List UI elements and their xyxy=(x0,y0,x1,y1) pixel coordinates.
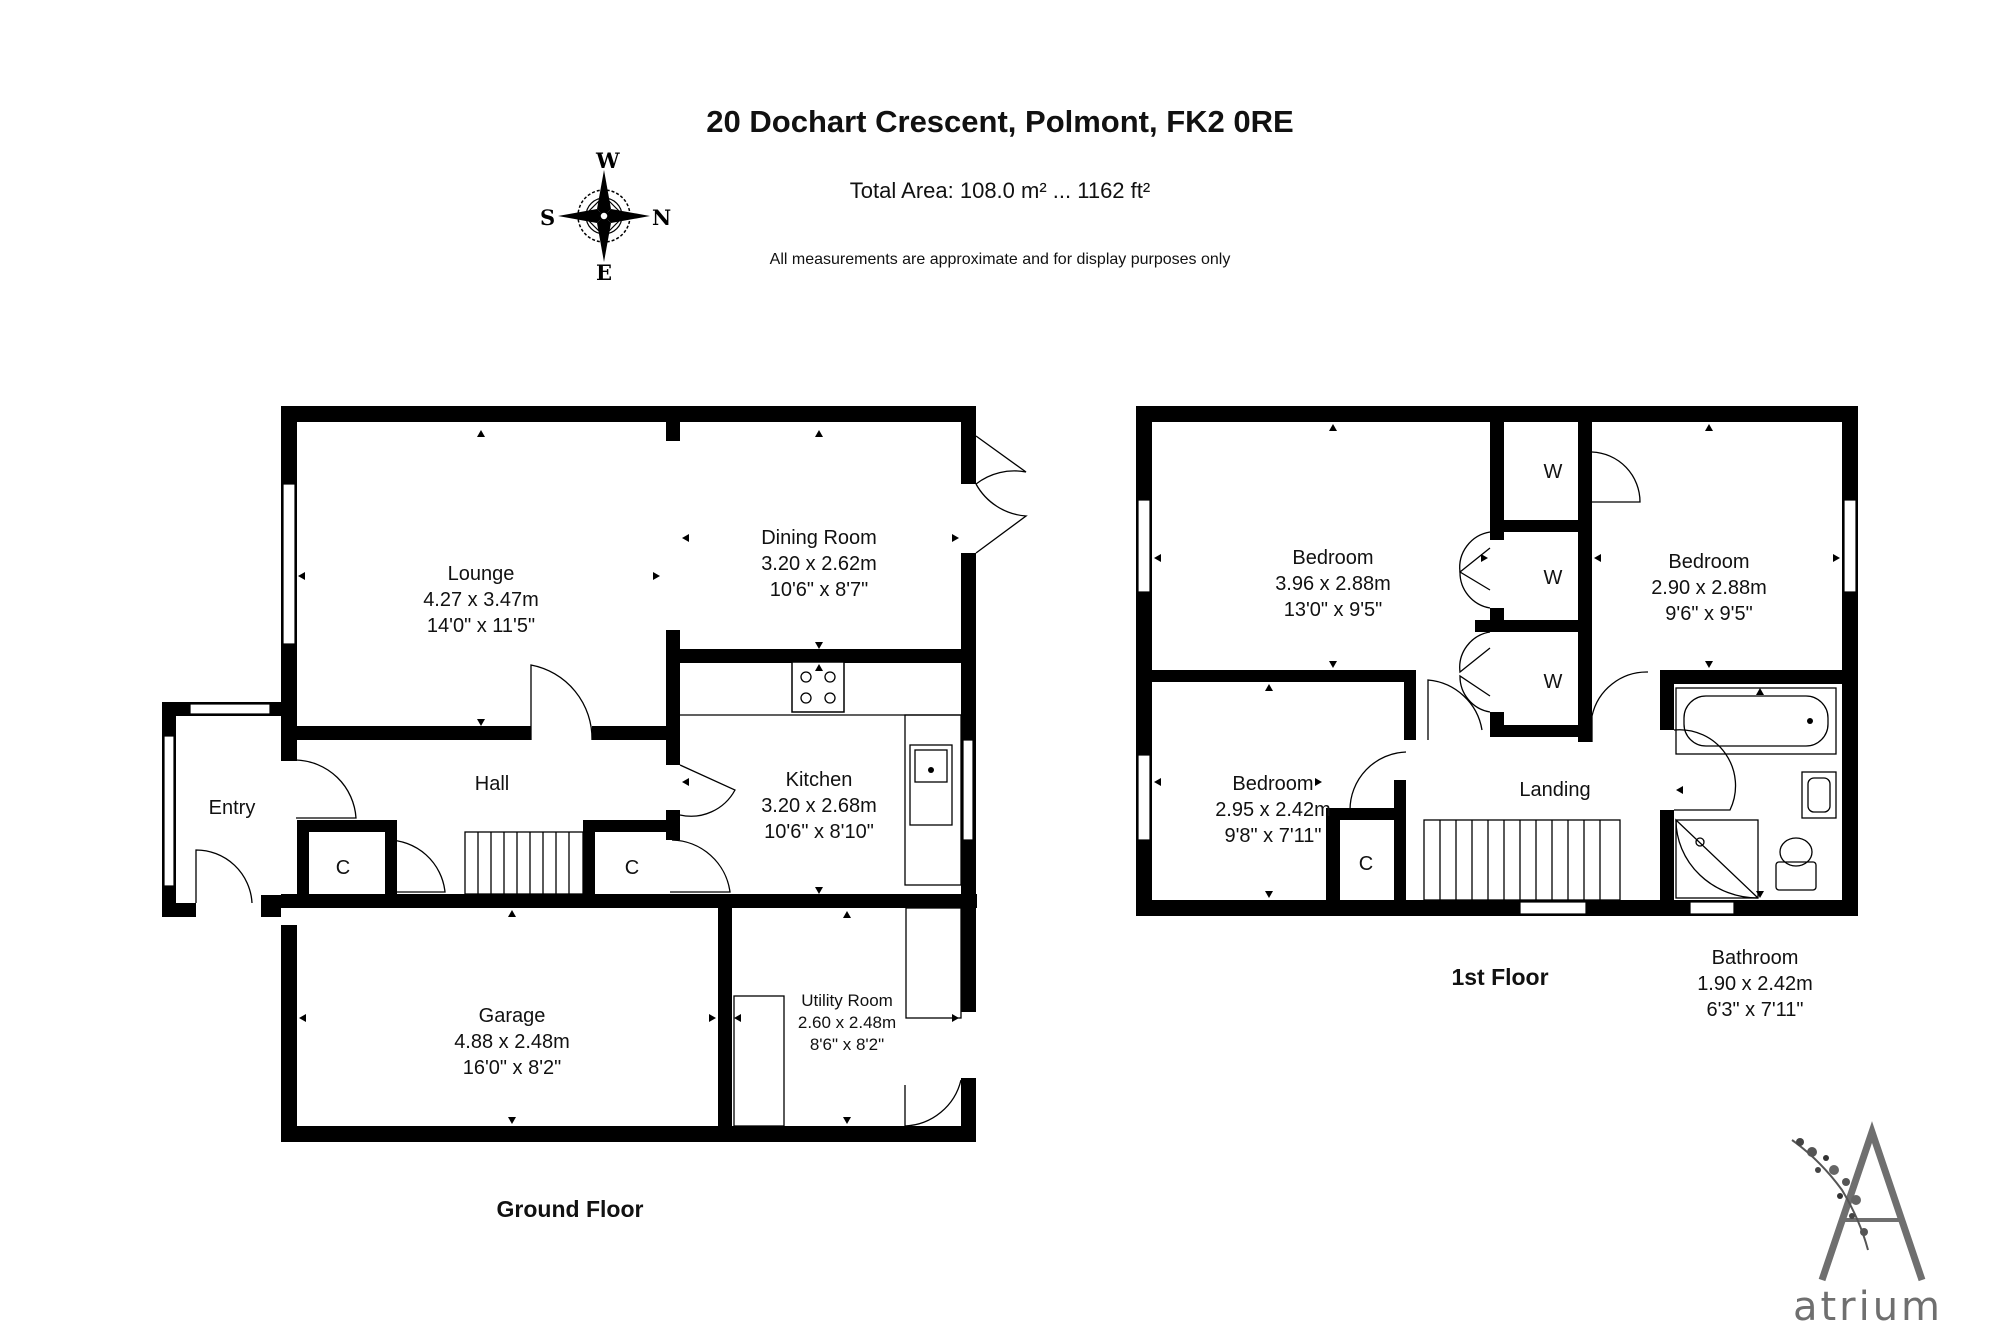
bedroom2-imperial: 9'6" x 9'5" xyxy=(1665,603,1752,625)
garage-name: Garage xyxy=(479,1005,546,1027)
bedroom3-imperial: 9'8" x 7'11" xyxy=(1224,825,1321,847)
kitchen-imperial: 10'6" x 8'10" xyxy=(764,821,874,843)
room-dimension-markers xyxy=(298,424,1840,1124)
atrium-logo: atrium xyxy=(1791,1121,1943,1330)
lounge-name: Lounge xyxy=(448,563,515,585)
wardrobe2-name: W xyxy=(1544,567,1563,589)
compass-east: E xyxy=(596,260,612,285)
dining-metric: 3.20 x 2.62m xyxy=(761,553,877,575)
garage-metric: 4.88 x 2.48m xyxy=(454,1031,570,1053)
lounge-metric: 4.27 x 3.47m xyxy=(423,589,539,611)
compass-north: N xyxy=(652,205,671,230)
first-floor-plan xyxy=(1136,406,1858,916)
garage-imperial: 16'0" x 8'2" xyxy=(463,1057,562,1079)
compass-south: S xyxy=(540,205,555,230)
bedroom3-name: Bedroom xyxy=(1232,773,1313,795)
cupboard-right-name: C xyxy=(625,857,639,879)
entry-name: Entry xyxy=(209,797,256,819)
dining-name: Dining Room xyxy=(761,527,877,549)
dining-imperial: 10'6" x 8'7" xyxy=(770,579,869,601)
first-cupboard-name: C xyxy=(1359,853,1373,875)
bedroom1-name: Bedroom xyxy=(1292,547,1373,569)
compass-icon: W E S N xyxy=(540,148,671,285)
bathroom-metric: 1.90 x 2.42m xyxy=(1697,973,1813,995)
compass-west: W xyxy=(595,148,620,173)
cupboard-left-name: C xyxy=(336,857,350,879)
first-floor-label: 1st Floor xyxy=(1451,964,1549,990)
disclaimer: All measurements are approximate and for… xyxy=(769,251,1231,268)
bedroom3-metric: 2.95 x 2.42m xyxy=(1215,799,1331,821)
wardrobe3-name: W xyxy=(1544,671,1563,693)
landing-name: Landing xyxy=(1519,779,1590,801)
brand-name: atrium xyxy=(1793,1284,1943,1330)
bedroom2-name: Bedroom xyxy=(1668,551,1749,573)
kitchen-metric: 3.20 x 2.68m xyxy=(761,795,877,817)
wardrobe1-name: W xyxy=(1544,461,1563,483)
lounge-imperial: 14'0" x 11'5" xyxy=(427,615,535,637)
page-title: 20 Dochart Crescent, Polmont, FK2 0RE xyxy=(706,104,1294,139)
utility-imperial: 8'6" x 8'2" xyxy=(810,1035,884,1054)
hall-name: Hall xyxy=(475,773,509,795)
utility-metric: 2.60 x 2.48m xyxy=(798,1013,896,1032)
bedroom1-metric: 3.96 x 2.88m xyxy=(1275,573,1391,595)
bedroom1-imperial: 13'0" x 9'5" xyxy=(1284,599,1383,621)
bedroom2-metric: 2.90 x 2.88m xyxy=(1651,577,1767,599)
total-area: Total Area: 108.0 m² ... 1162 ft² xyxy=(849,178,1151,203)
kitchen-name: Kitchen xyxy=(786,769,853,791)
bathroom-imperial: 6'3" x 7'11" xyxy=(1706,999,1803,1021)
bathroom-name: Bathroom xyxy=(1712,947,1799,969)
utility-name: Utility Room xyxy=(801,991,893,1010)
ground-floor-label: Ground Floor xyxy=(496,1196,644,1222)
ground-floor-plan xyxy=(162,406,1028,1142)
